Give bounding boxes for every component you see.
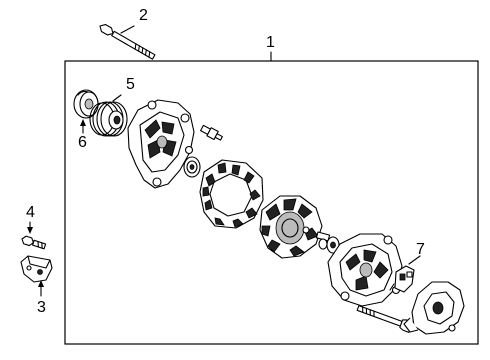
- callout-2: 2: [139, 7, 148, 24]
- bracket-part-3: [20, 255, 53, 283]
- callout-1: 1: [266, 34, 275, 51]
- callout-5: 5: [126, 76, 135, 93]
- bolt-part-4: [21, 235, 47, 250]
- stator: [199, 159, 264, 229]
- pulley-part-5: [89, 101, 128, 137]
- rear-bearing: [318, 236, 340, 254]
- rear-housing: [327, 233, 403, 307]
- callout-7: 7: [416, 241, 425, 258]
- callout-6: 6: [78, 134, 87, 151]
- rotor: [259, 195, 331, 259]
- callout-3: 3: [37, 299, 46, 316]
- rear-cover: [403, 281, 465, 335]
- regulator-part-7: [389, 265, 415, 293]
- front-housing: [127, 99, 195, 189]
- through-bolt: [356, 305, 414, 333]
- bolt-part-2: [99, 23, 156, 60]
- front-bearing: [183, 156, 201, 178]
- pulley-cap-part-6: [73, 89, 99, 119]
- small-screw: [200, 124, 223, 141]
- callout-4: 4: [26, 204, 35, 221]
- arrowheads: [27, 119, 86, 287]
